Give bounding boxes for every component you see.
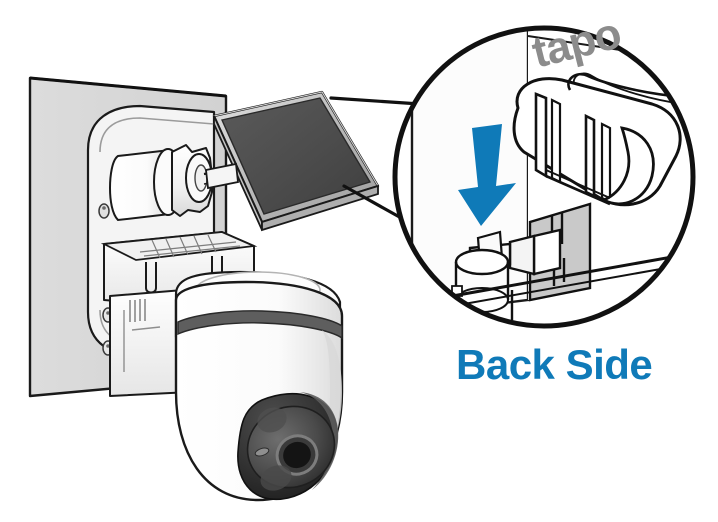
vent-slots	[129, 299, 146, 322]
callout-contents	[410, 29, 692, 320]
mount-screw-icon	[98, 203, 110, 219]
insertion-arrow	[458, 124, 516, 226]
mounting-bracket	[512, 72, 692, 207]
callout-magnifier	[392, 25, 696, 329]
back-side-label: Back Side	[456, 341, 653, 388]
vent-grille	[139, 234, 241, 259]
pan-tilt-security-camera	[174, 270, 344, 502]
main-scene	[28, 76, 380, 502]
solar-panel	[205, 90, 380, 232]
callout-circle-border	[392, 25, 696, 329]
